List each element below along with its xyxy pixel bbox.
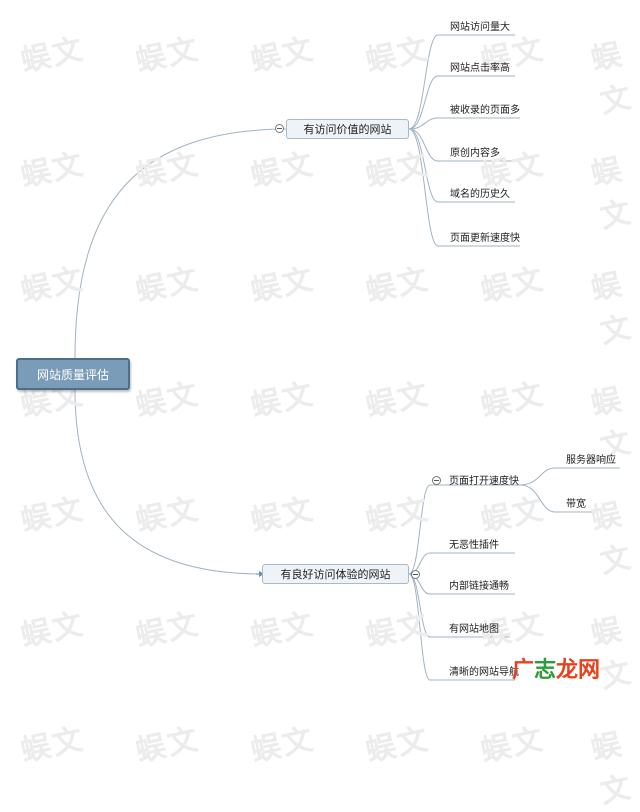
watermark-text: 蜈文 [132, 721, 203, 770]
logo-text: 龙网 [556, 658, 601, 683]
leaf-node[interactable]: 清晰的网站导航 [449, 667, 519, 678]
logo-text: 广 [512, 658, 535, 683]
watermark-text: 蜈文 [17, 721, 88, 770]
leaf-node[interactable]: 被收录的页面多 [450, 105, 520, 116]
logo-text: 志 [534, 658, 557, 683]
branch-node-good-experience[interactable]: 有良好访问体验的网站 [262, 564, 409, 584]
watermark-text: 蜈文 [477, 721, 548, 770]
root-to-branch2-line [74, 389, 263, 575]
leaf-node[interactable]: 页面打开速度快 [449, 476, 519, 487]
leaf-node[interactable]: 原创内容多 [450, 148, 500, 159]
watermark-text: 蜈文 [362, 721, 433, 770]
watermark-text: 蜈文 [588, 726, 636, 811]
leaf-node[interactable]: 域名的历史久 [450, 189, 510, 200]
leaf-node[interactable]: 内部链接通畅 [449, 581, 509, 592]
leaf-node[interactable]: 有网站地图 [449, 624, 499, 635]
branch-node-valuable-site[interactable]: 有访问价值的网站 [286, 119, 409, 139]
connector-lines [74, 34, 620, 681]
sub-leaf-node[interactable]: 服务器响应 [566, 455, 616, 466]
root-to-branch1-line [74, 128, 287, 359]
sub-leaf-node[interactable]: 带宽 [566, 499, 586, 510]
mindmap-canvas: 蜈文蜈文蜈文蜈文蜈文蜈文蜈文蜈文蜈文蜈文蜈文蜈文蜈文蜈文蜈文蜈文蜈文蜈文蜈文蜈文… [16, 22, 636, 811]
leaf-node[interactable]: 无恶性插件 [449, 540, 499, 551]
root-node[interactable]: 网站质量评估 [16, 358, 130, 390]
leaf-node[interactable]: 网站点击率高 [450, 63, 510, 74]
collapse-icon-branch1[interactable] [275, 124, 284, 133]
leaf-node[interactable]: 页面更新速度快 [450, 233, 520, 244]
leaf-node[interactable]: 网站访问量大 [450, 22, 510, 33]
watermark-text: 蜈文 [247, 721, 318, 770]
collapse-icon-branch2[interactable] [411, 570, 420, 579]
collapse-icon-subbranch[interactable] [432, 476, 441, 485]
site-logo: 广志龙网 [512, 652, 600, 684]
